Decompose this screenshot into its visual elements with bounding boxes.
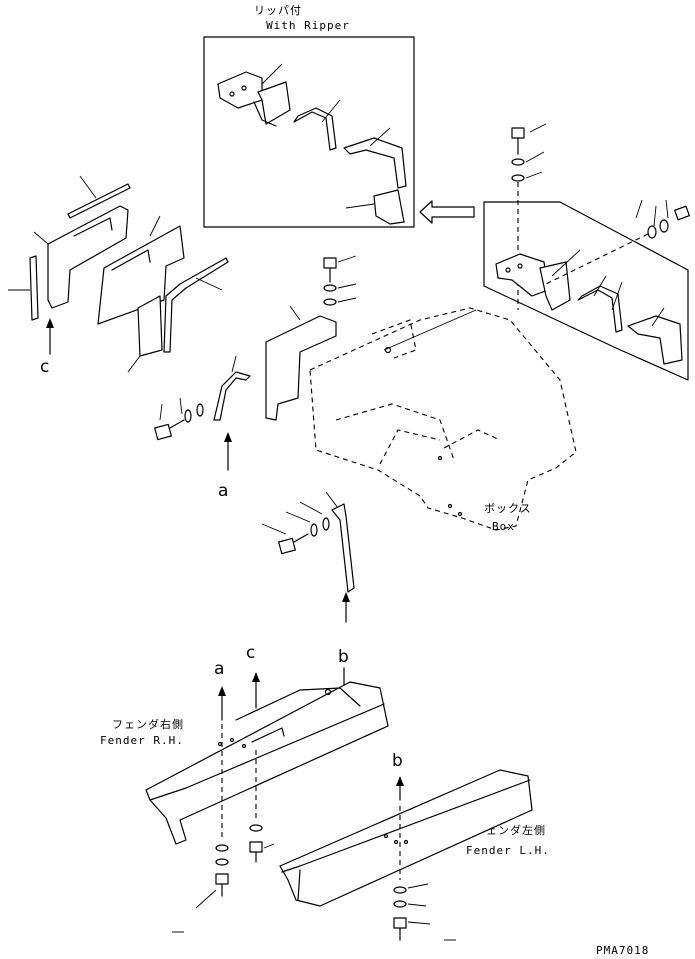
detail-bracket [495, 253, 549, 297]
ripper-label-en: With Ripper [266, 19, 350, 32]
box-label-en: Box [492, 520, 515, 533]
rod-b-part [331, 503, 355, 593]
right-detail [483, 123, 690, 381]
center-bracket: a [154, 255, 357, 501]
inset-small-plate [373, 189, 405, 225]
rod-b [261, 491, 355, 623]
marker-c-bottom: c [246, 643, 255, 663]
inset-plate [257, 81, 291, 125]
left-cover [97, 225, 185, 325]
ripper-inset: リッパ付 With Ripper [203, 4, 415, 228]
fender-rh: a c b フェンダ右側 Fender R.H. [100, 643, 389, 933]
fender-lh-body [279, 769, 533, 907]
left-parts: c [8, 175, 229, 377]
hollow-arrow [419, 200, 475, 224]
right-detail-frame [483, 201, 689, 381]
inset-cover [343, 137, 407, 189]
marker-a-bottom: a [214, 659, 224, 679]
box-assembly: ボックス Box [309, 307, 577, 533]
fender-lh-label-en: Fender L.H. [466, 844, 550, 857]
inset-bracket [217, 71, 263, 109]
inset-strip [293, 107, 337, 151]
fender-rh-label-jp: フェンダ右側 [112, 717, 184, 731]
bolt-top-icon [511, 127, 525, 139]
marker-c-top: c [40, 357, 49, 377]
marker-a-top: a [218, 481, 228, 501]
left-bar [29, 255, 39, 321]
ripper-label-jp: リッパ付 [254, 4, 302, 17]
left-plate [47, 205, 129, 309]
left-strip-top [67, 183, 131, 219]
ripper-inset-frame [203, 36, 415, 228]
box-outline [309, 307, 577, 531]
small-bracket-a [213, 371, 251, 421]
marker-b-bottom: b [338, 647, 349, 667]
center-plate [265, 315, 337, 421]
left-block [137, 295, 163, 357]
drawing-code: PMA7018 [596, 944, 649, 957]
marker-b-lh: b [392, 751, 403, 771]
detail-plate [539, 261, 571, 311]
fender-lh: b フェンダ左側 Fender L.H. [279, 751, 550, 941]
bolt-right-icon [674, 205, 690, 221]
fender-rh-body [145, 681, 389, 845]
bolt-center-icon [323, 257, 337, 269]
fender-rh-label-en: Fender R.H. [100, 734, 184, 747]
left-rod [163, 257, 229, 353]
box-label-jp: ボックス [484, 502, 532, 515]
